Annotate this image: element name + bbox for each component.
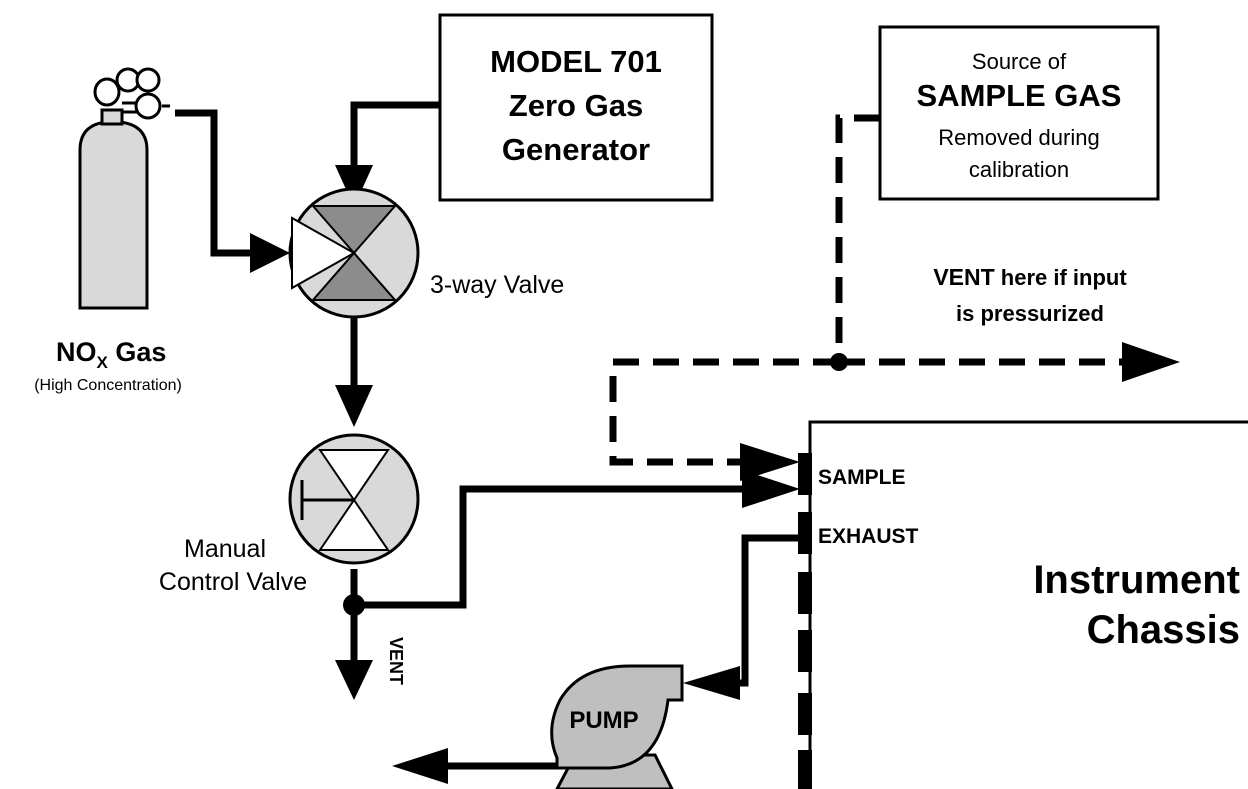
- exhaust-port: [798, 512, 812, 554]
- port-3: [798, 572, 812, 614]
- instrument-label-1: Instrument: [1033, 558, 1240, 602]
- model-701-subtitle: Zero Gas: [509, 88, 643, 123]
- arrow-pump-in: [683, 666, 740, 700]
- sample-source-line3: Removed during: [938, 125, 1099, 150]
- vent-down-label: VENT: [386, 637, 406, 685]
- vent-note-line2: is pressurized: [956, 301, 1104, 326]
- cylinder-line: [175, 109, 250, 257]
- junction-dot-dashed: [830, 353, 848, 371]
- gas-lines: [175, 101, 810, 770]
- sample-port: [798, 453, 812, 495]
- instrument-chassis: SAMPLE EXHAUST Instrument Chassis: [798, 420, 1248, 789]
- port-4: [798, 630, 812, 672]
- arrow-cylinder: [250, 233, 290, 273]
- sample-port-label: SAMPLE: [818, 466, 906, 489]
- nox-gas-cylinder: [78, 67, 170, 310]
- arrow-zero-gas: [335, 165, 373, 207]
- instrument-label-2: Chassis: [1087, 608, 1240, 652]
- sample-line: [354, 485, 750, 609]
- arrow-to-manual: [335, 385, 373, 427]
- manual-control-valve: [288, 433, 420, 565]
- arrow-sample: [742, 470, 800, 508]
- arrow-vent-dashed: [1122, 342, 1180, 382]
- arrow-vent-down: [335, 660, 373, 700]
- manual-valve-label-2: Control Valve: [159, 568, 307, 596]
- sample-source-dashed-line: [609, 114, 1125, 466]
- arrowheads: [250, 165, 800, 784]
- three-way-valve: [288, 187, 420, 319]
- arrow-sample-dashed: [740, 443, 800, 481]
- vent-note-vent: VENT: [933, 264, 994, 290]
- sample-source-line1: Source of: [972, 49, 1067, 74]
- arrow-pump-out: [392, 748, 448, 784]
- exhaust-port-label: EXHAUST: [818, 525, 919, 548]
- nox-gas-label: NOX Gas: [56, 337, 166, 372]
- model-701-subtitle-2: Generator: [502, 132, 650, 167]
- nox-main: NO: [56, 337, 97, 367]
- three-way-valve-label: 3-way Valve: [430, 271, 564, 299]
- sample-source-line4: calibration: [969, 157, 1069, 182]
- model-701-box: [438, 13, 714, 202]
- junction-dot: [343, 594, 365, 616]
- port-5: [798, 693, 812, 735]
- nox-rest: Gas: [108, 337, 167, 367]
- sample-source-line2: SAMPLE GAS: [917, 78, 1122, 113]
- pump-label: PUMP: [569, 707, 638, 734]
- nox-sub: X: [97, 353, 109, 372]
- model-701-title: MODEL 701: [490, 44, 662, 79]
- vent-note-line1: VENT here if input: [933, 264, 1127, 290]
- sample-source-box: [878, 25, 1160, 201]
- zero-gas-line: [350, 101, 440, 170]
- pump: PUMP: [550, 664, 684, 789]
- port-6: [798, 750, 812, 789]
- nox-gas-note: (High Concentration): [34, 377, 182, 394]
- manual-valve-label-1: Manual: [184, 535, 266, 563]
- vent-note-rest: here if input: [995, 265, 1128, 290]
